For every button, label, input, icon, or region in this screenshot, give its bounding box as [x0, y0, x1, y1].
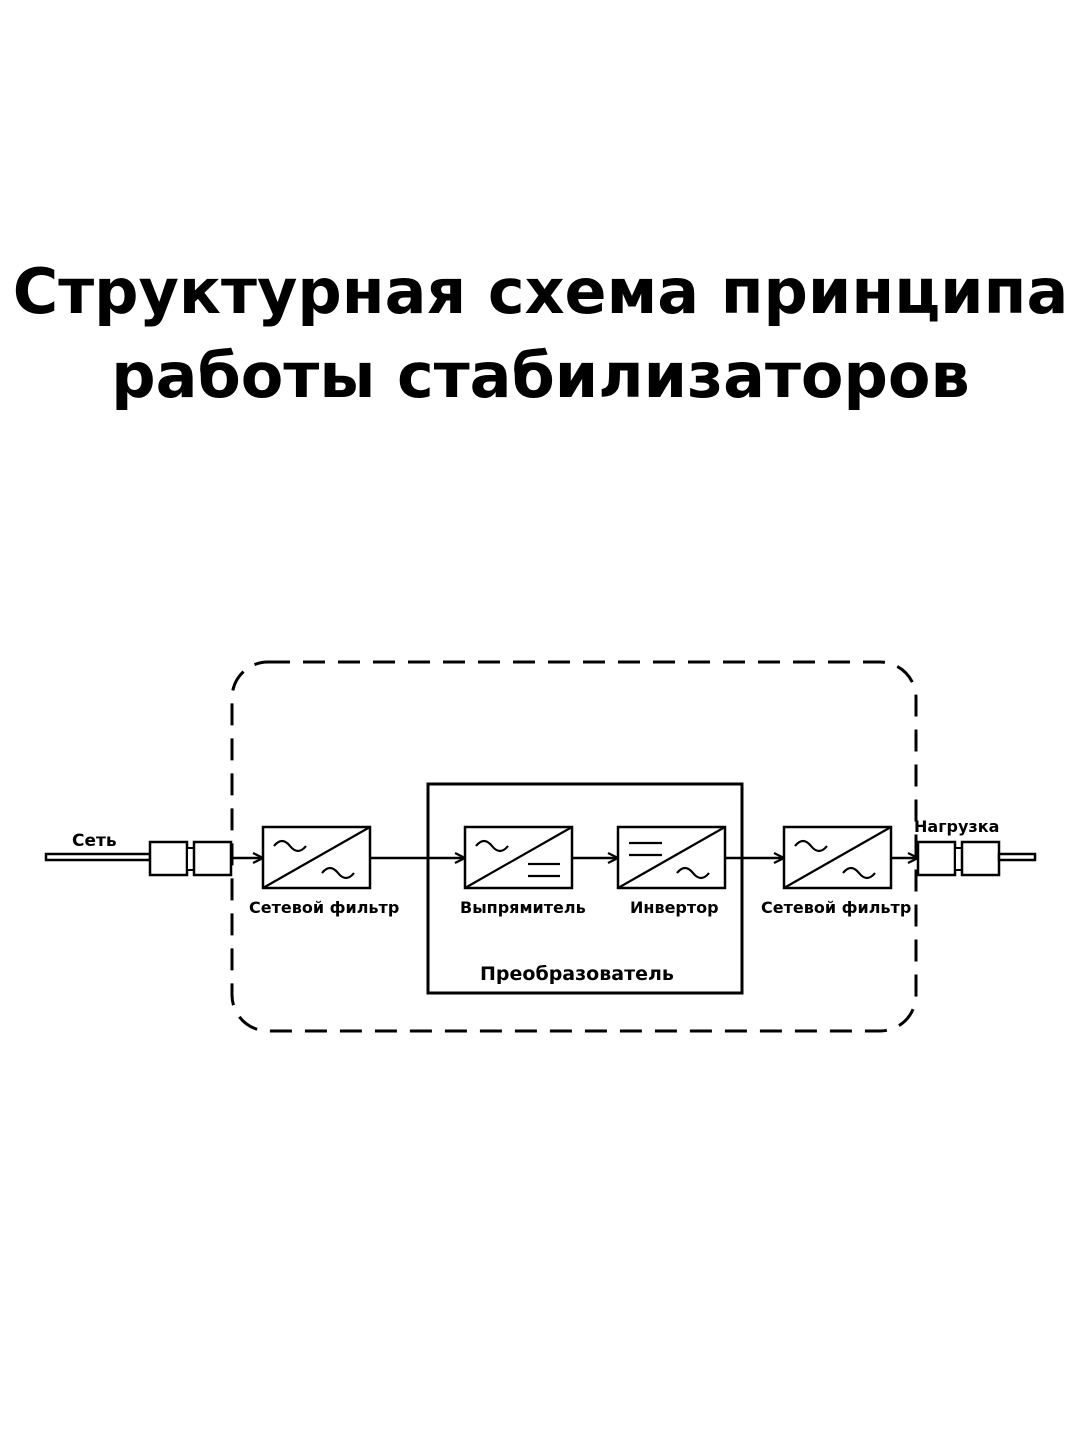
filter-in-label: Сетевой фильтр — [249, 898, 399, 917]
ac-wave-icon — [475, 839, 509, 853]
converter-label: Преобразователь — [480, 963, 674, 985]
ac-wave-icon — [794, 839, 828, 853]
output-label: Нагрузка — [914, 817, 999, 836]
ac-wave-icon — [321, 866, 355, 880]
input-line — [44, 852, 152, 862]
filter-in-block — [261, 825, 372, 890]
rectifier-block — [463, 825, 574, 890]
diagram-title: Структурная схема принципа работы стабил… — [0, 250, 1081, 418]
rectifier-label: Выпрямитель — [460, 898, 586, 917]
ac-wave-icon — [676, 866, 710, 880]
input-label: Сеть — [72, 831, 117, 851]
converter-frame — [426, 782, 744, 995]
inverter-label: Инвертор — [630, 898, 719, 917]
output-connector — [916, 840, 1001, 877]
title-line-2: работы стабилизаторов — [111, 339, 970, 412]
filter-out-block — [782, 825, 893, 890]
inverter-block — [616, 825, 727, 890]
ac-wave-icon — [842, 866, 876, 880]
filter-out-label: Сетевой фильтр — [761, 898, 911, 917]
ac-wave-icon — [273, 839, 307, 853]
input-connector — [148, 840, 233, 877]
output-line — [997, 852, 1037, 862]
title-line-1: Структурная схема принципа — [12, 255, 1069, 328]
